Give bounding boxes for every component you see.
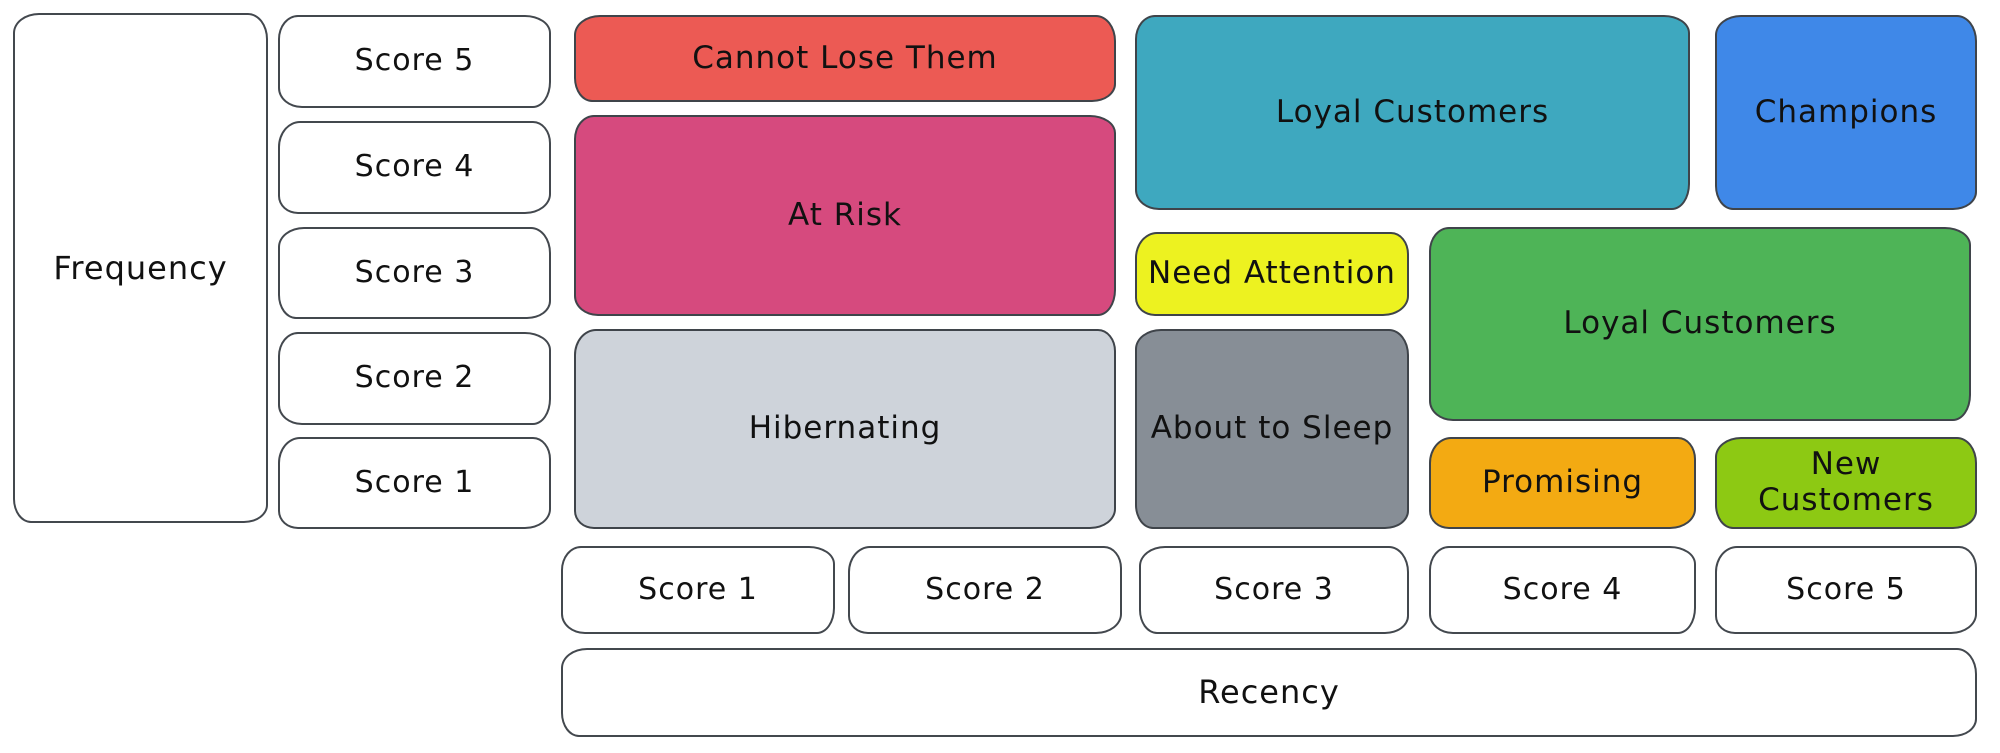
recency-score-1: Score 1	[561, 546, 835, 634]
recency-score-4: Score 4	[1429, 546, 1696, 634]
segment-promising: Promising	[1429, 437, 1696, 529]
segment-loyal-customers-right: Loyal Customers	[1429, 227, 1971, 421]
recency-axis-label: Recency	[561, 648, 1977, 737]
segment-loyal-customers-top: Loyal Customers	[1135, 15, 1690, 210]
frequency-score-1: Score 1	[278, 437, 551, 529]
frequency-score-2: Score 2	[278, 332, 551, 425]
recency-score-3: Score 3	[1139, 546, 1409, 634]
segment-need-attention: Need Attention	[1135, 232, 1409, 316]
segment-hibernating: Hibernating	[574, 329, 1116, 529]
recency-score-2: Score 2	[848, 546, 1122, 634]
frequency-score-5: Score 5	[278, 15, 551, 108]
frequency-score-3: Score 3	[278, 227, 551, 319]
frequency-axis-label: Frequency	[13, 13, 268, 523]
frequency-score-4: Score 4	[278, 121, 551, 214]
segment-about-to-sleep: About to Sleep	[1135, 329, 1409, 529]
recency-score-5: Score 5	[1715, 546, 1977, 634]
segment-champions: Champions	[1715, 15, 1977, 210]
segment-at-risk: At Risk	[574, 115, 1116, 316]
segment-new-customers: New Customers	[1715, 437, 1977, 529]
segment-cannot-lose-them: Cannot Lose Them	[574, 15, 1116, 102]
